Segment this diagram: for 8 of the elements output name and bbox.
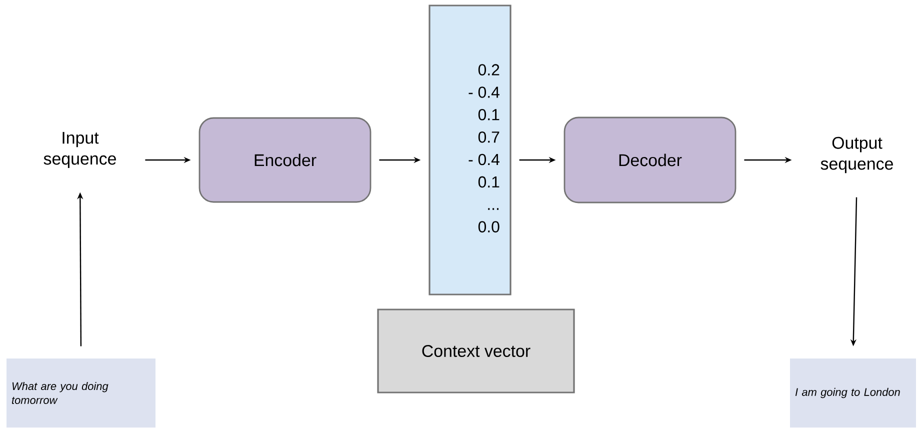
context-box: Context vector — [377, 308, 575, 394]
sequence-label: Input sequence — [44, 132, 116, 168]
example-box: What are you doing tomorrow — [6, 358, 156, 428]
process-box: Decoder — [564, 116, 736, 204]
process-box: Encoder — [198, 117, 372, 203]
example-box: I am going to London — [790, 358, 916, 428]
sequence-label: Output sequence — [820, 136, 893, 174]
vector-box: 0.2 - 0.4 0.1 0.7 - 0.4 0.1 ... 0.0 — [428, 4, 512, 296]
